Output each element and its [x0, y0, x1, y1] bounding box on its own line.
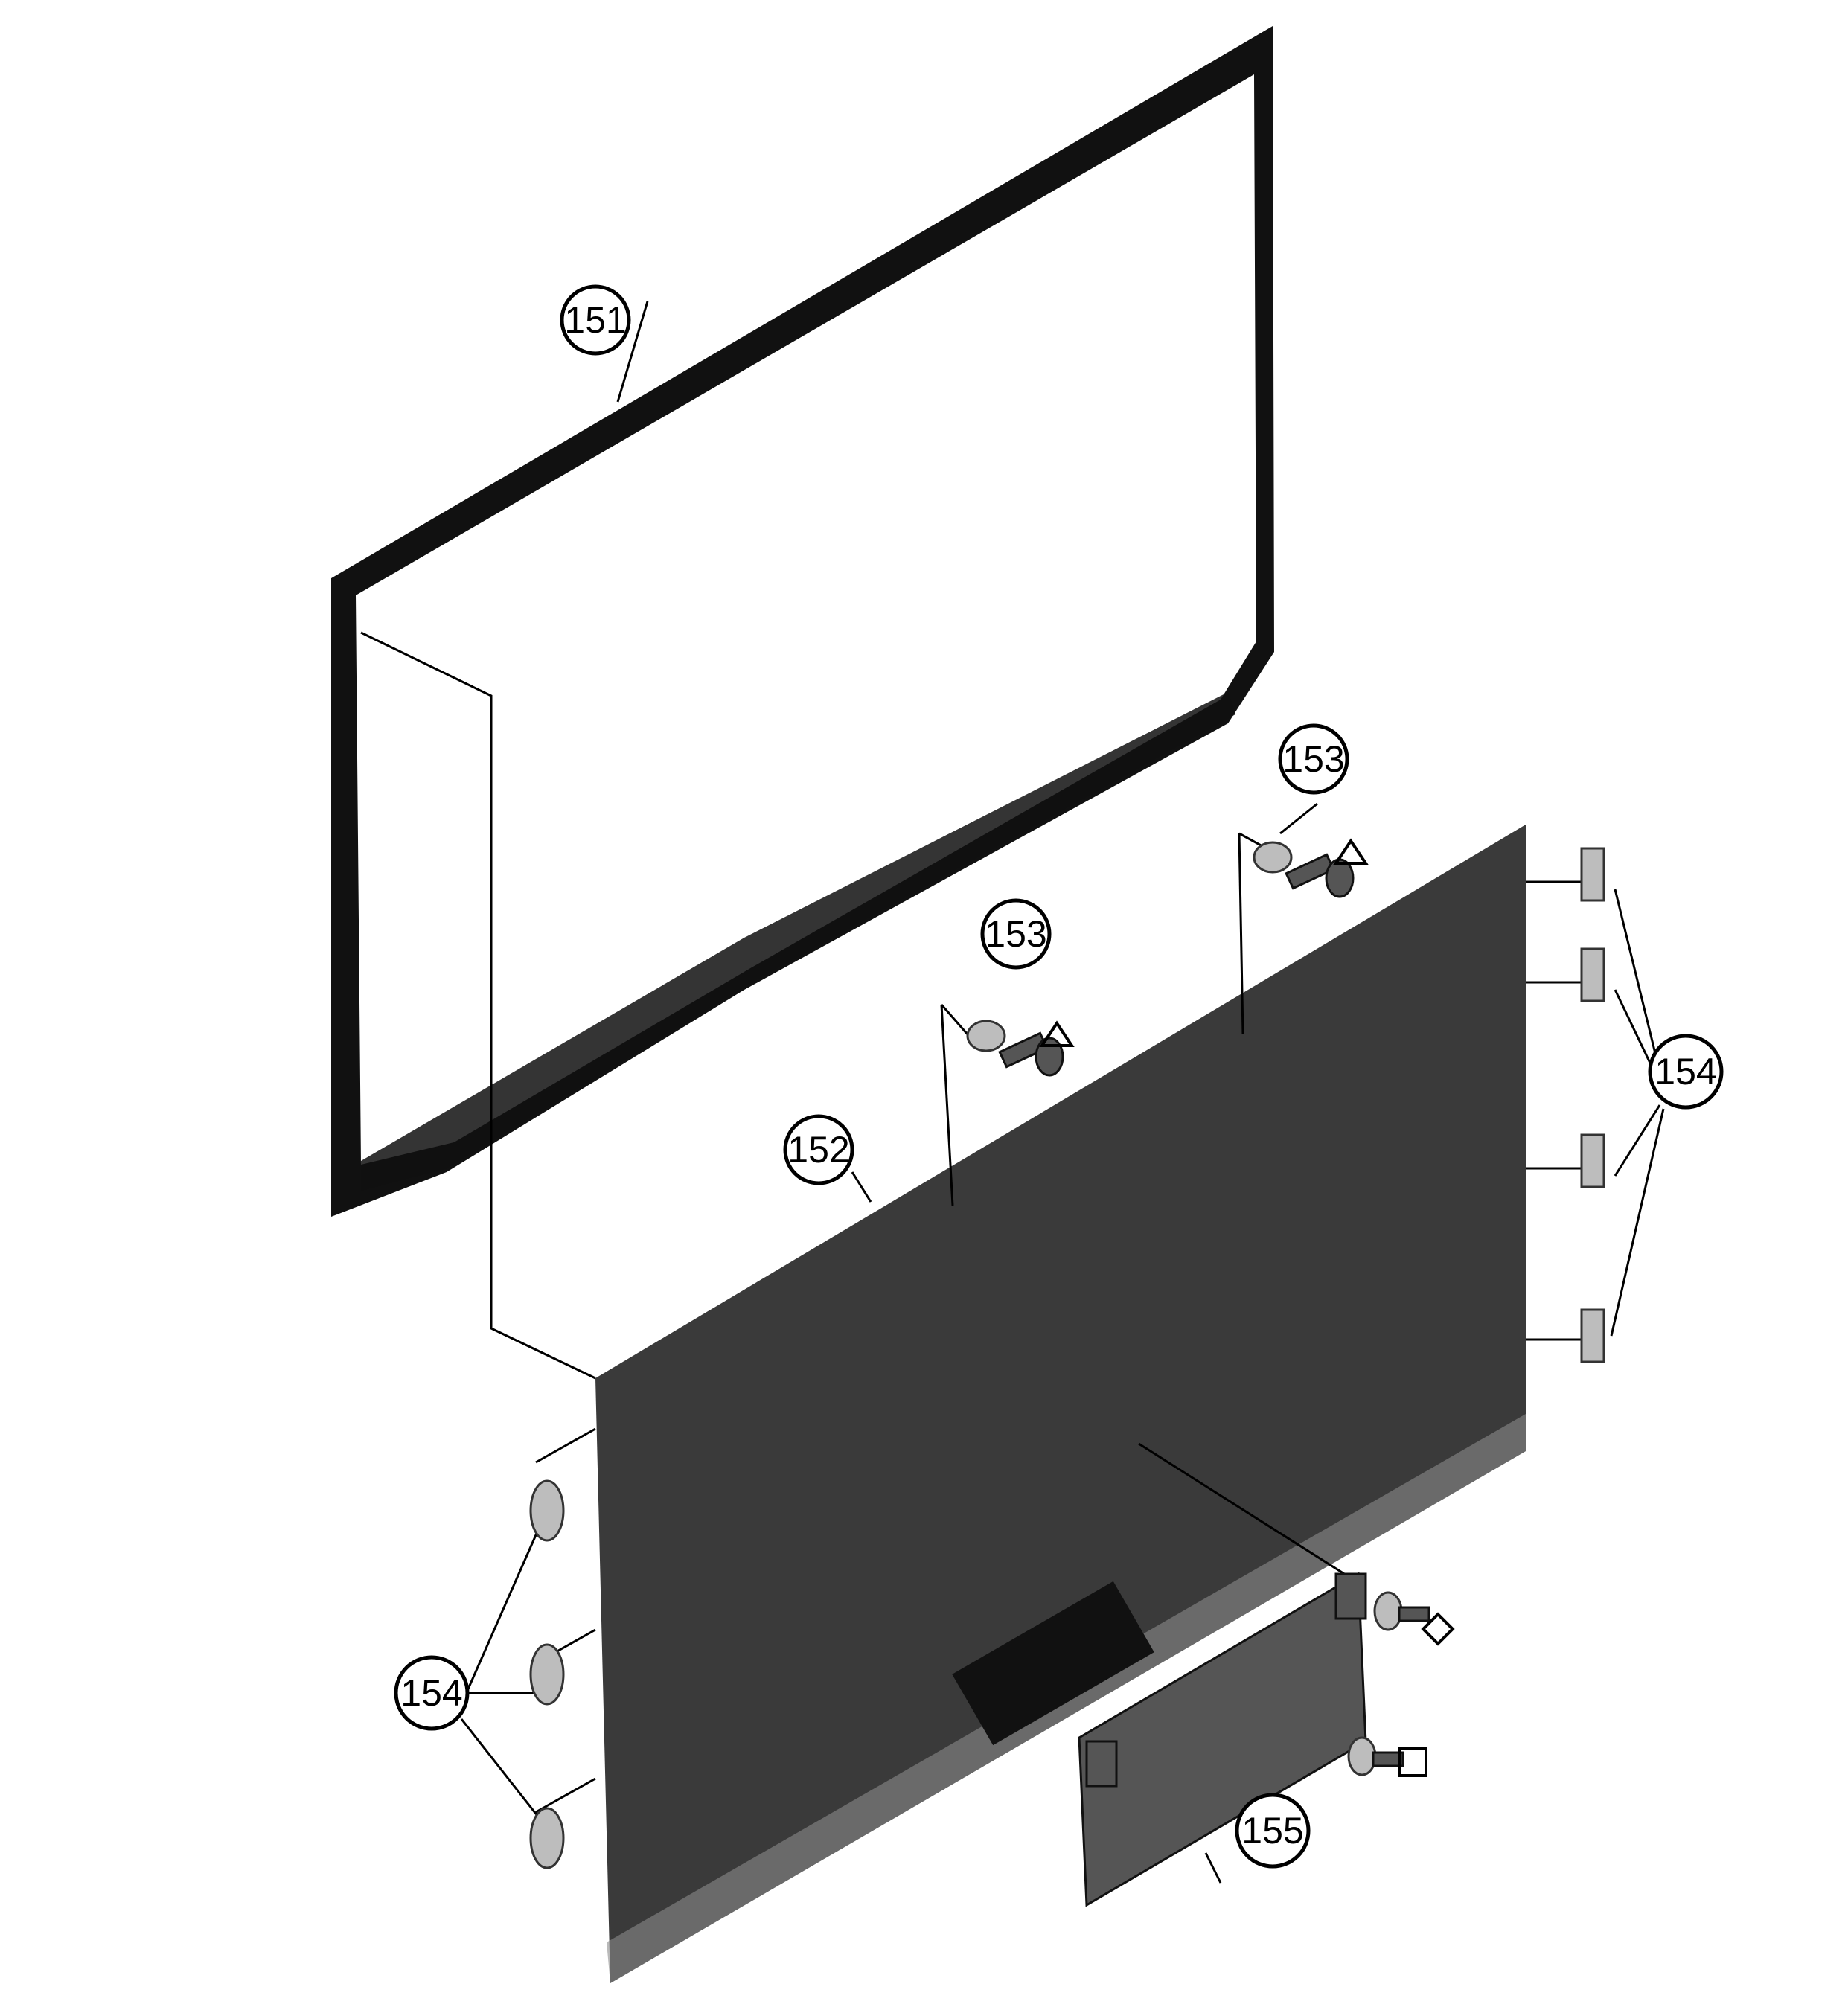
svg-text:153: 153 — [1282, 738, 1344, 780]
svg-text:151: 151 — [564, 299, 626, 341]
board-screw-upper — [1373, 1591, 1455, 1646]
svg-text:154: 154 — [400, 1672, 462, 1714]
callout-154-right: 154 — [1648, 1034, 1724, 1110]
svg-text:152: 152 — [787, 1129, 849, 1171]
callout-152: 152 — [783, 1114, 854, 1185]
svg-text:154: 154 — [1654, 1051, 1716, 1092]
callout-154-left: 154 — [394, 1655, 470, 1731]
lcd-panel — [595, 825, 1526, 1983]
svg-text:155: 155 — [1241, 1810, 1303, 1852]
board-screw-lower — [1347, 1736, 1427, 1777]
brackets-right — [1580, 847, 1605, 1363]
brackets-left — [529, 1479, 565, 1869]
svg-text:153: 153 — [985, 913, 1046, 955]
callout-151: 151 — [560, 284, 631, 356]
callout-155: 155 — [1235, 1793, 1311, 1869]
screw-right — [1253, 838, 1369, 898]
callout-153-right: 153 — [1278, 723, 1349, 795]
front-bezel — [331, 26, 1274, 1217]
callout-153-left: 153 — [980, 898, 1052, 970]
panel-connector-area — [952, 1581, 1154, 1746]
screw-left — [966, 1020, 1075, 1077]
